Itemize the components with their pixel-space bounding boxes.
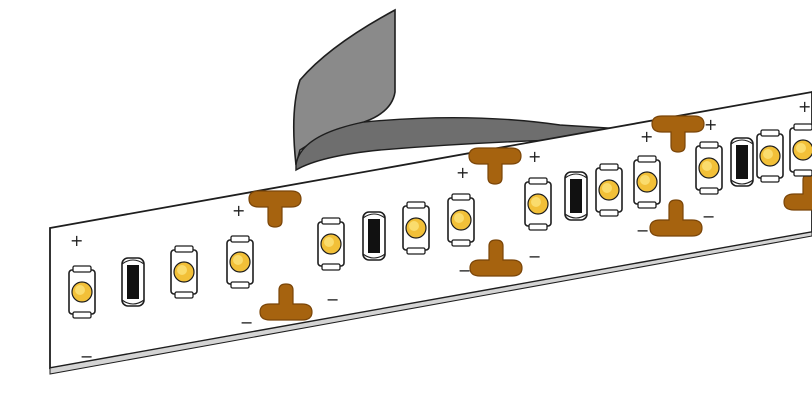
- strip-face: [49, 91, 812, 375]
- plus-sign: +: [456, 163, 469, 182]
- plus-sign: +: [640, 127, 653, 146]
- plus-sign: +: [232, 201, 245, 220]
- minus-sign: −: [702, 207, 715, 226]
- plus-sign: +: [528, 147, 541, 166]
- polarity-markings: + − + − − + − + − + − + − +: [70, 97, 811, 366]
- minus-sign: −: [458, 261, 471, 280]
- minus-sign: −: [80, 347, 93, 366]
- plus-sign: +: [70, 231, 83, 250]
- plus-sign: +: [798, 97, 811, 116]
- minus-sign: −: [528, 247, 541, 266]
- plus-sign: +: [704, 115, 717, 134]
- minus-sign: −: [636, 221, 649, 240]
- minus-sign: −: [326, 290, 339, 309]
- minus-sign: −: [240, 313, 253, 332]
